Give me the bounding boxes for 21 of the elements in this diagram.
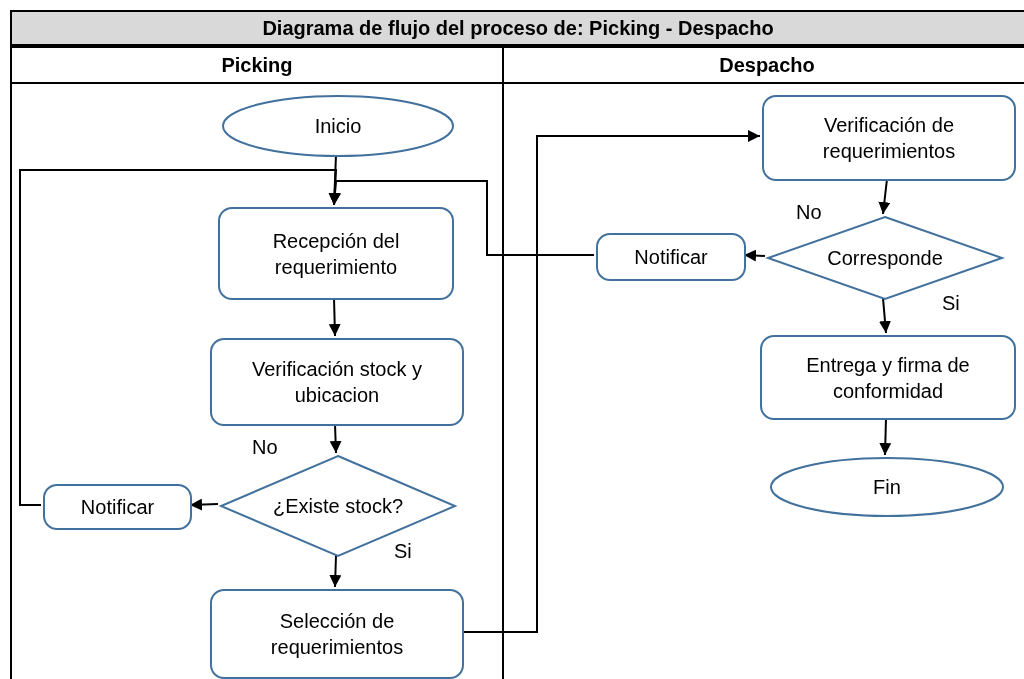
node-label: Fin [872,475,902,500]
process-box: Notificar [596,233,746,281]
lane-header: Despacho [504,48,1024,84]
diagram-title: Diagrama de flujo del proceso de: Picking - Despacho [10,10,1024,46]
node-label: ¿Existe stock? [271,494,404,519]
process-box: Entrega y firma de conformidad [760,335,1016,420]
arrow [879,297,891,334]
process-box: Verificación stock y ubicacion [210,338,464,426]
process-box: Selección de requerimientos [210,589,464,679]
arrow [878,178,891,215]
arrow [328,297,341,337]
arrow [329,180,595,256]
process-box: Notificar [43,484,192,530]
arrow [879,417,892,456]
lane-header: Picking [12,48,502,84]
arrow [329,554,342,588]
process-box: Recepción del requerimiento [218,207,454,300]
node-label: Corresponde [826,246,944,271]
node-label: Inicio [313,114,363,139]
process-box: Verificación de requerimientos [762,95,1016,181]
arrow [329,423,342,454]
